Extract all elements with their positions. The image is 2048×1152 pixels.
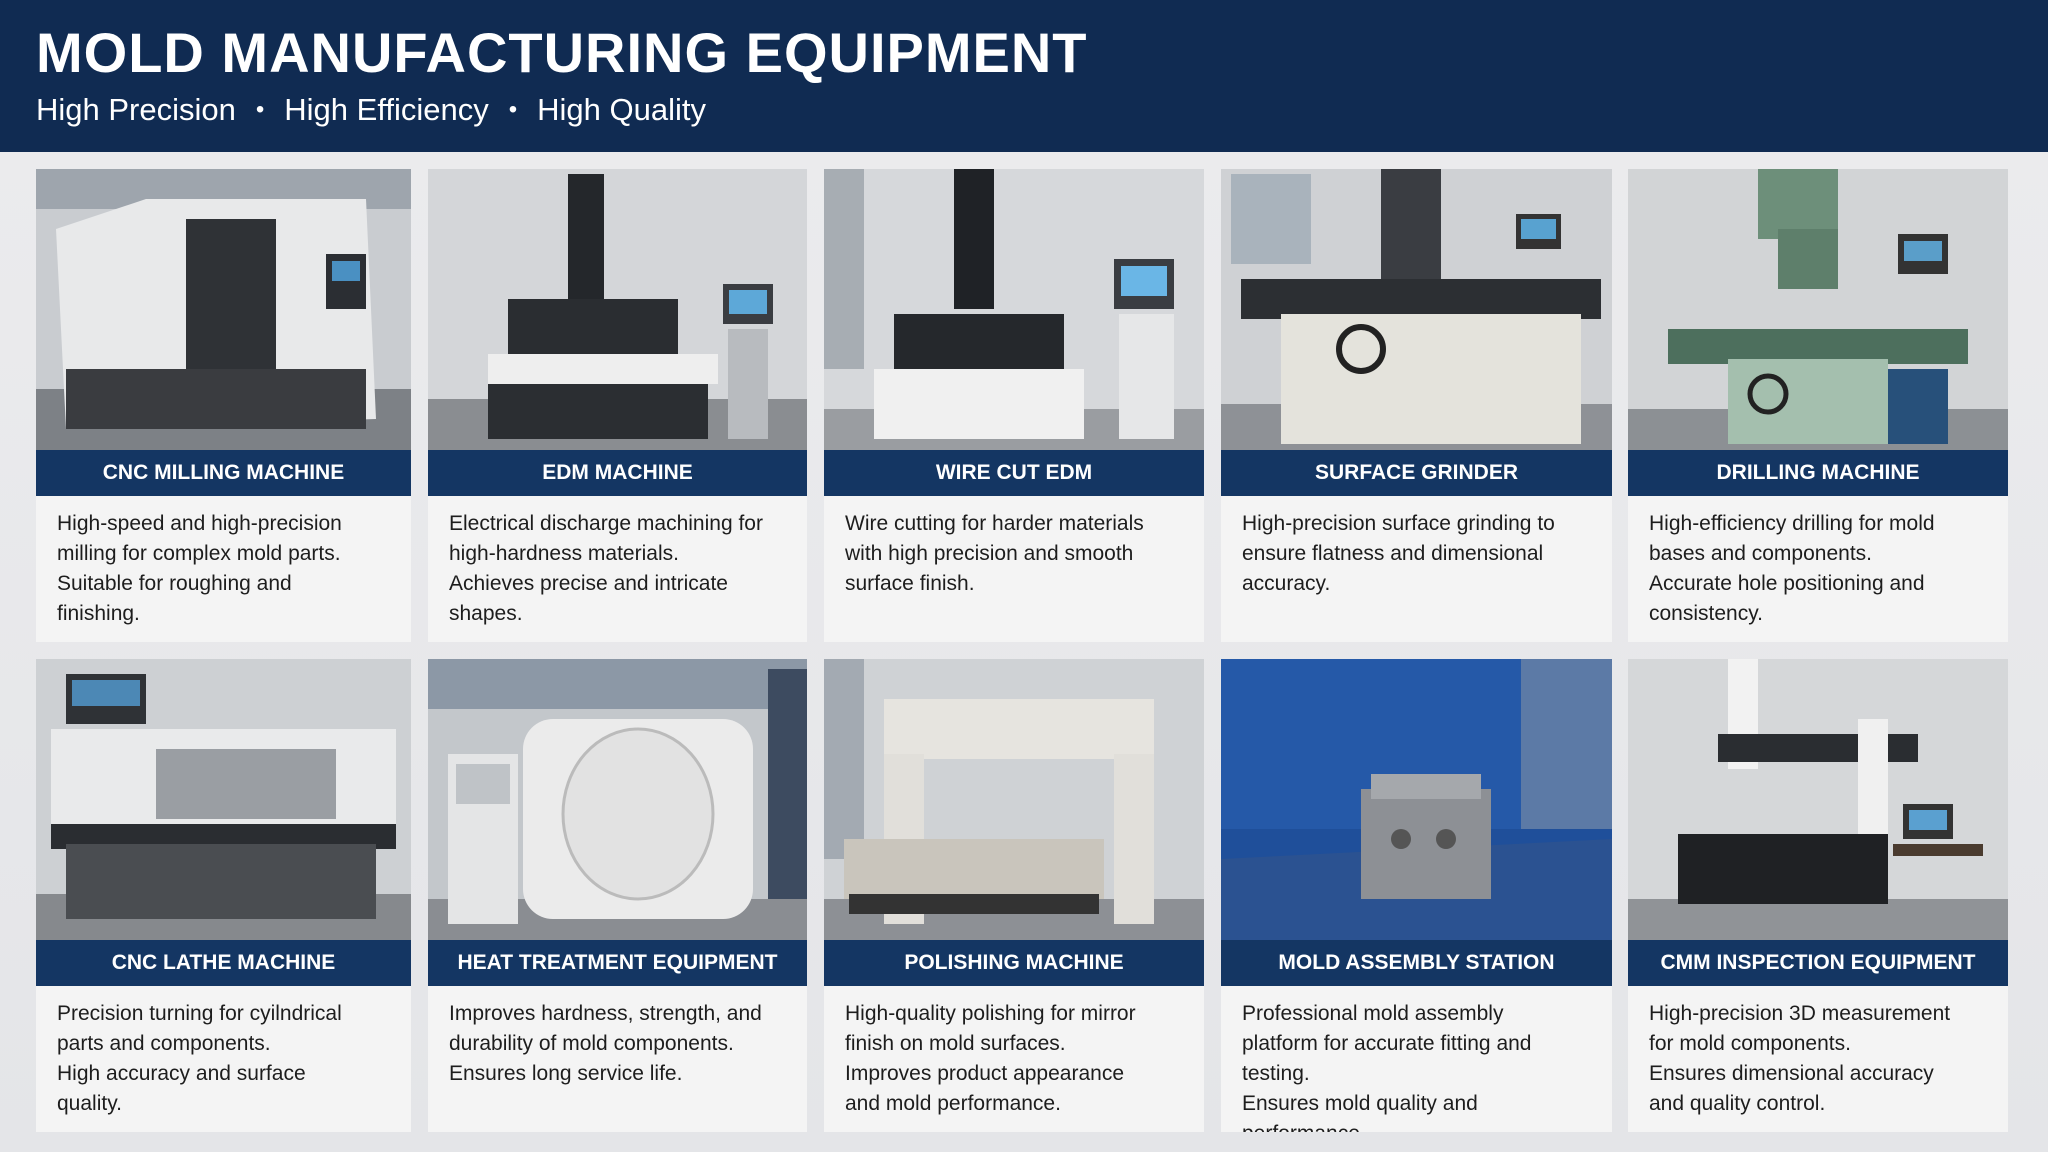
description-line: testing. [1242,1062,1310,1085]
mold-assembly-station-photo [1221,659,1612,940]
description-line: Ensures long service life. [449,1062,683,1085]
tagline: High Precision • High Efficiency • High … [36,92,706,128]
tagline-separator: • [508,96,518,123]
surface-grinder-photo [1221,169,1612,450]
equipment-card-cmm-inspection: CMM INSPECTION EQUIPMENT High-precision … [1628,659,2008,1132]
equipment-card-wire-cut-edm: WIRE CUT EDM Wire cutting for harder mat… [824,169,1204,642]
equipment-description: Electrical discharge machining for high-… [449,509,795,629]
equipment-description: High-precision surface grinding to ensur… [1242,509,1600,599]
description-line: High-quality polishing for mirror [845,1002,1136,1025]
equipment-description: Improves hardness, strength, and durabil… [449,999,795,1089]
description-line: with high precision and smooth [845,542,1134,565]
cnc-lathe-machine-photo [36,659,411,940]
tagline-separator: • [255,96,265,123]
description-line: consistency. [1649,602,1763,625]
description-line: High accuracy and surface [57,1062,306,1085]
equipment-description: Wire cutting for harder materials with h… [845,509,1192,599]
description-line: bases and components. [1649,542,1872,565]
description-line: Achieves precise and intricate [449,572,728,595]
description-line: Precision turning for cyilndrical [57,1002,342,1025]
equipment-card-drilling: DRILLING MACHINE High-efficiency drillin… [1628,169,2008,642]
description-line: Ensures mold quality and [1242,1092,1478,1115]
equipment-name: WIRE CUT EDM [824,450,1204,496]
page-header: MOLD MANUFACTURING EQUIPMENT High Precis… [0,0,2048,152]
cmm-inspection-equipment-photo [1628,659,2008,940]
description-line: milling for complex mold parts. [57,542,341,565]
description-line: and mold performance. [845,1092,1061,1115]
description-line: ensure flatness and dimensional [1242,542,1544,565]
equipment-description: High-efficiency drilling for mold bases … [1649,509,1996,629]
description-line: finish on mold surfaces. [845,1032,1066,1055]
description-line: performance. [1242,1119,1600,1132]
equipment-name: DRILLING MACHINE [1628,450,2008,496]
description-line: Improves hardness, strength, and [449,1002,762,1025]
equipment-card-polishing: POLISHING MACHINE High-quality polishing… [824,659,1204,1132]
description-line: High-precision 3D measurement [1649,1002,1951,1025]
description-line: Accurate hole positioning and [1649,572,1925,595]
description-line: high-hardness materials. [449,542,679,565]
heat-treatment-equipment-photo [428,659,807,940]
description-line: and quality control. [1649,1092,1826,1115]
equipment-card-surface-grinder: SURFACE GRINDER High-precision surface g… [1221,169,1612,642]
description-line: durability of mold components. [449,1032,734,1055]
equipment-name: CNC LATHE MACHINE [36,940,411,986]
page-title: MOLD MANUFACTURING EQUIPMENT [36,21,1088,84]
drilling-machine-photo [1628,169,2008,450]
equipment-card-cnc-lathe: CNC LATHE MACHINE Precision turning for … [36,659,411,1132]
equipment-description: Professional mold assembly platform for … [1242,999,1600,1132]
description-line: parts and components. [57,1032,271,1055]
description-line: platform for accurate fitting and [1242,1032,1532,1055]
equipment-name: HEAT TREATMENT EQUIPMENT [428,940,807,986]
description-line: Electrical discharge machining for [449,512,763,535]
wire-cut-edm-photo [824,169,1204,450]
description-line: shapes. [449,602,523,625]
description-line: Suitable for roughing and [57,572,292,595]
description-line: High-efficiency drilling for mold [1649,512,1935,535]
description-line: for mold components. [1649,1032,1851,1055]
equipment-card-mold-assembly: MOLD ASSEMBLY STATION Professional mold … [1221,659,1612,1132]
equipment-name: CMM INSPECTION EQUIPMENT [1628,940,2008,986]
equipment-description: High-precision 3D measurement for mold c… [1649,999,1996,1119]
equipment-card-heat-treatment: HEAT TREATMENT EQUIPMENT Improves hardne… [428,659,807,1132]
description-line: Improves product appearance [845,1062,1124,1085]
description-line: High-speed and high-precision [57,512,342,535]
equipment-name: POLISHING MACHINE [824,940,1204,986]
description-line: Ensures dimensional accuracy [1649,1062,1934,1085]
equipment-name: CNC MILLING MACHINE [36,450,411,496]
edm-machine-photo [428,169,807,450]
description-line: quality. [57,1092,122,1115]
equipment-name: SURFACE GRINDER [1221,450,1612,496]
tagline-precision: High Precision [36,92,236,127]
tagline-efficiency: High Efficiency [284,92,489,127]
equipment-name: MOLD ASSEMBLY STATION [1221,940,1612,986]
description-line: Professional mold assembly [1242,1002,1504,1025]
description-line: High-precision surface grinding to [1242,512,1555,535]
polishing-machine-photo [824,659,1204,940]
description-line: Wire cutting for harder materials [845,512,1144,535]
description-line: surface finish. [845,572,975,595]
equipment-description: Precision turning for cyilndrical parts … [57,999,399,1119]
equipment-card-cnc-milling: CNC MILLING MACHINE High-speed and high-… [36,169,411,642]
equipment-name: EDM MACHINE [428,450,807,496]
equipment-description: High-quality polishing for mirror finish… [845,999,1192,1119]
tagline-quality: High Quality [537,92,707,127]
cnc-milling-machine-photo [36,169,411,450]
description-line: finishing. [57,602,140,625]
equipment-card-edm: EDM MACHINE Electrical discharge machini… [428,169,807,642]
equipment-description: High-speed and high-precision milling fo… [57,509,399,629]
description-line: accuracy. [1242,572,1331,595]
